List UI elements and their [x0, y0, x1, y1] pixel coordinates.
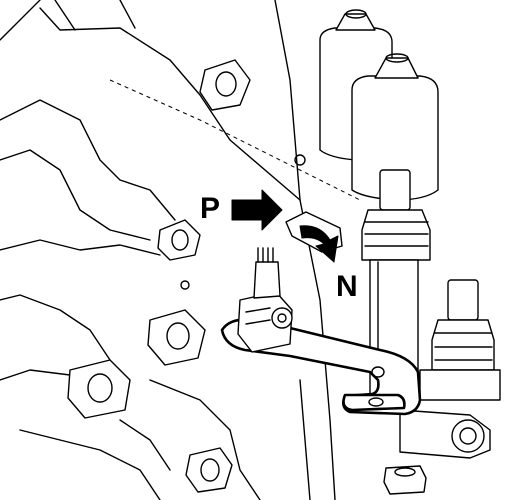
transmission-case — [0, 0, 361, 500]
boss-bottom — [185, 447, 233, 493]
bottom-fitting — [399, 409, 491, 459]
label-neutral: N — [336, 270, 358, 303]
neutral-start-switch — [237, 247, 293, 353]
label-park: P — [200, 192, 220, 225]
bolt-small-1 — [294, 154, 306, 166]
boss-upper — [199, 59, 251, 111]
boss-lower — [147, 309, 206, 366]
secondary-nut — [419, 279, 501, 401]
bolt-small-2 — [180, 280, 190, 290]
arrow-right-icon — [231, 189, 283, 231]
curved-arrow-down-icon — [299, 225, 339, 263]
boss-bottom-left — [67, 359, 131, 419]
valve-body — [361, 169, 431, 401]
boss-middle — [157, 219, 201, 261]
sensor-cap-front — [351, 53, 439, 201]
bottom-nut — [383, 465, 427, 495]
